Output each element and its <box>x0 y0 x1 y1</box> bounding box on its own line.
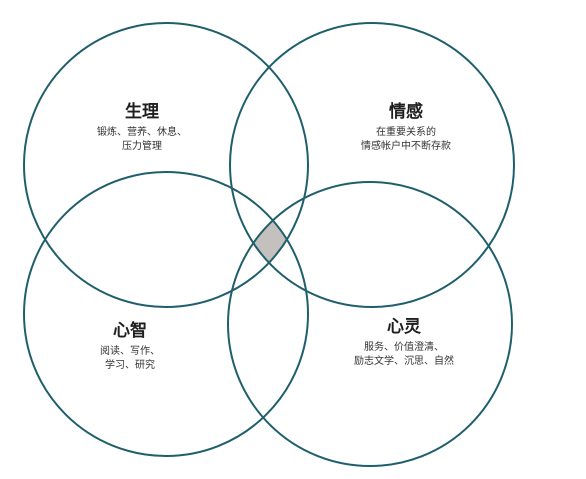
emotional-desc-line-1: 在重要关系的 <box>376 127 436 138</box>
mental-title: 心智 <box>113 321 147 341</box>
spiritual-label: 心灵 服务、价值澄清、 励志文学、沉思、自然 <box>354 316 454 369</box>
circle-emotional <box>229 22 515 308</box>
physical-label: 生理 锻炼、营养、休息、 压力管理 <box>97 101 187 154</box>
spiritual-desc-line-2: 励志文学、沉思、自然 <box>354 356 454 367</box>
emotional-desc-line-2: 情感帐户中不断存款 <box>361 141 451 152</box>
circle-physical <box>23 22 309 308</box>
circle-mental <box>23 171 309 457</box>
spiritual-title: 心灵 <box>387 317 421 337</box>
emotional-label: 情感 在重要关系的 情感帐户中不断存款 <box>361 101 451 154</box>
physical-desc-line-2: 压力管理 <box>122 141 162 152</box>
physical-title: 生理 <box>125 102 159 122</box>
circle-spiritual <box>227 181 513 467</box>
mental-label: 心智 阅读、写作、 学习、研究 <box>100 320 160 373</box>
physical-desc-line-1: 锻炼、营养、休息、 <box>97 127 187 138</box>
mental-desc-line-2: 学习、研究 <box>105 360 155 371</box>
spiritual-desc-line-1: 服务、价值澄清、 <box>364 342 444 353</box>
emotional-title: 情感 <box>389 102 423 122</box>
mental-desc-line-1: 阅读、写作、 <box>100 346 160 357</box>
